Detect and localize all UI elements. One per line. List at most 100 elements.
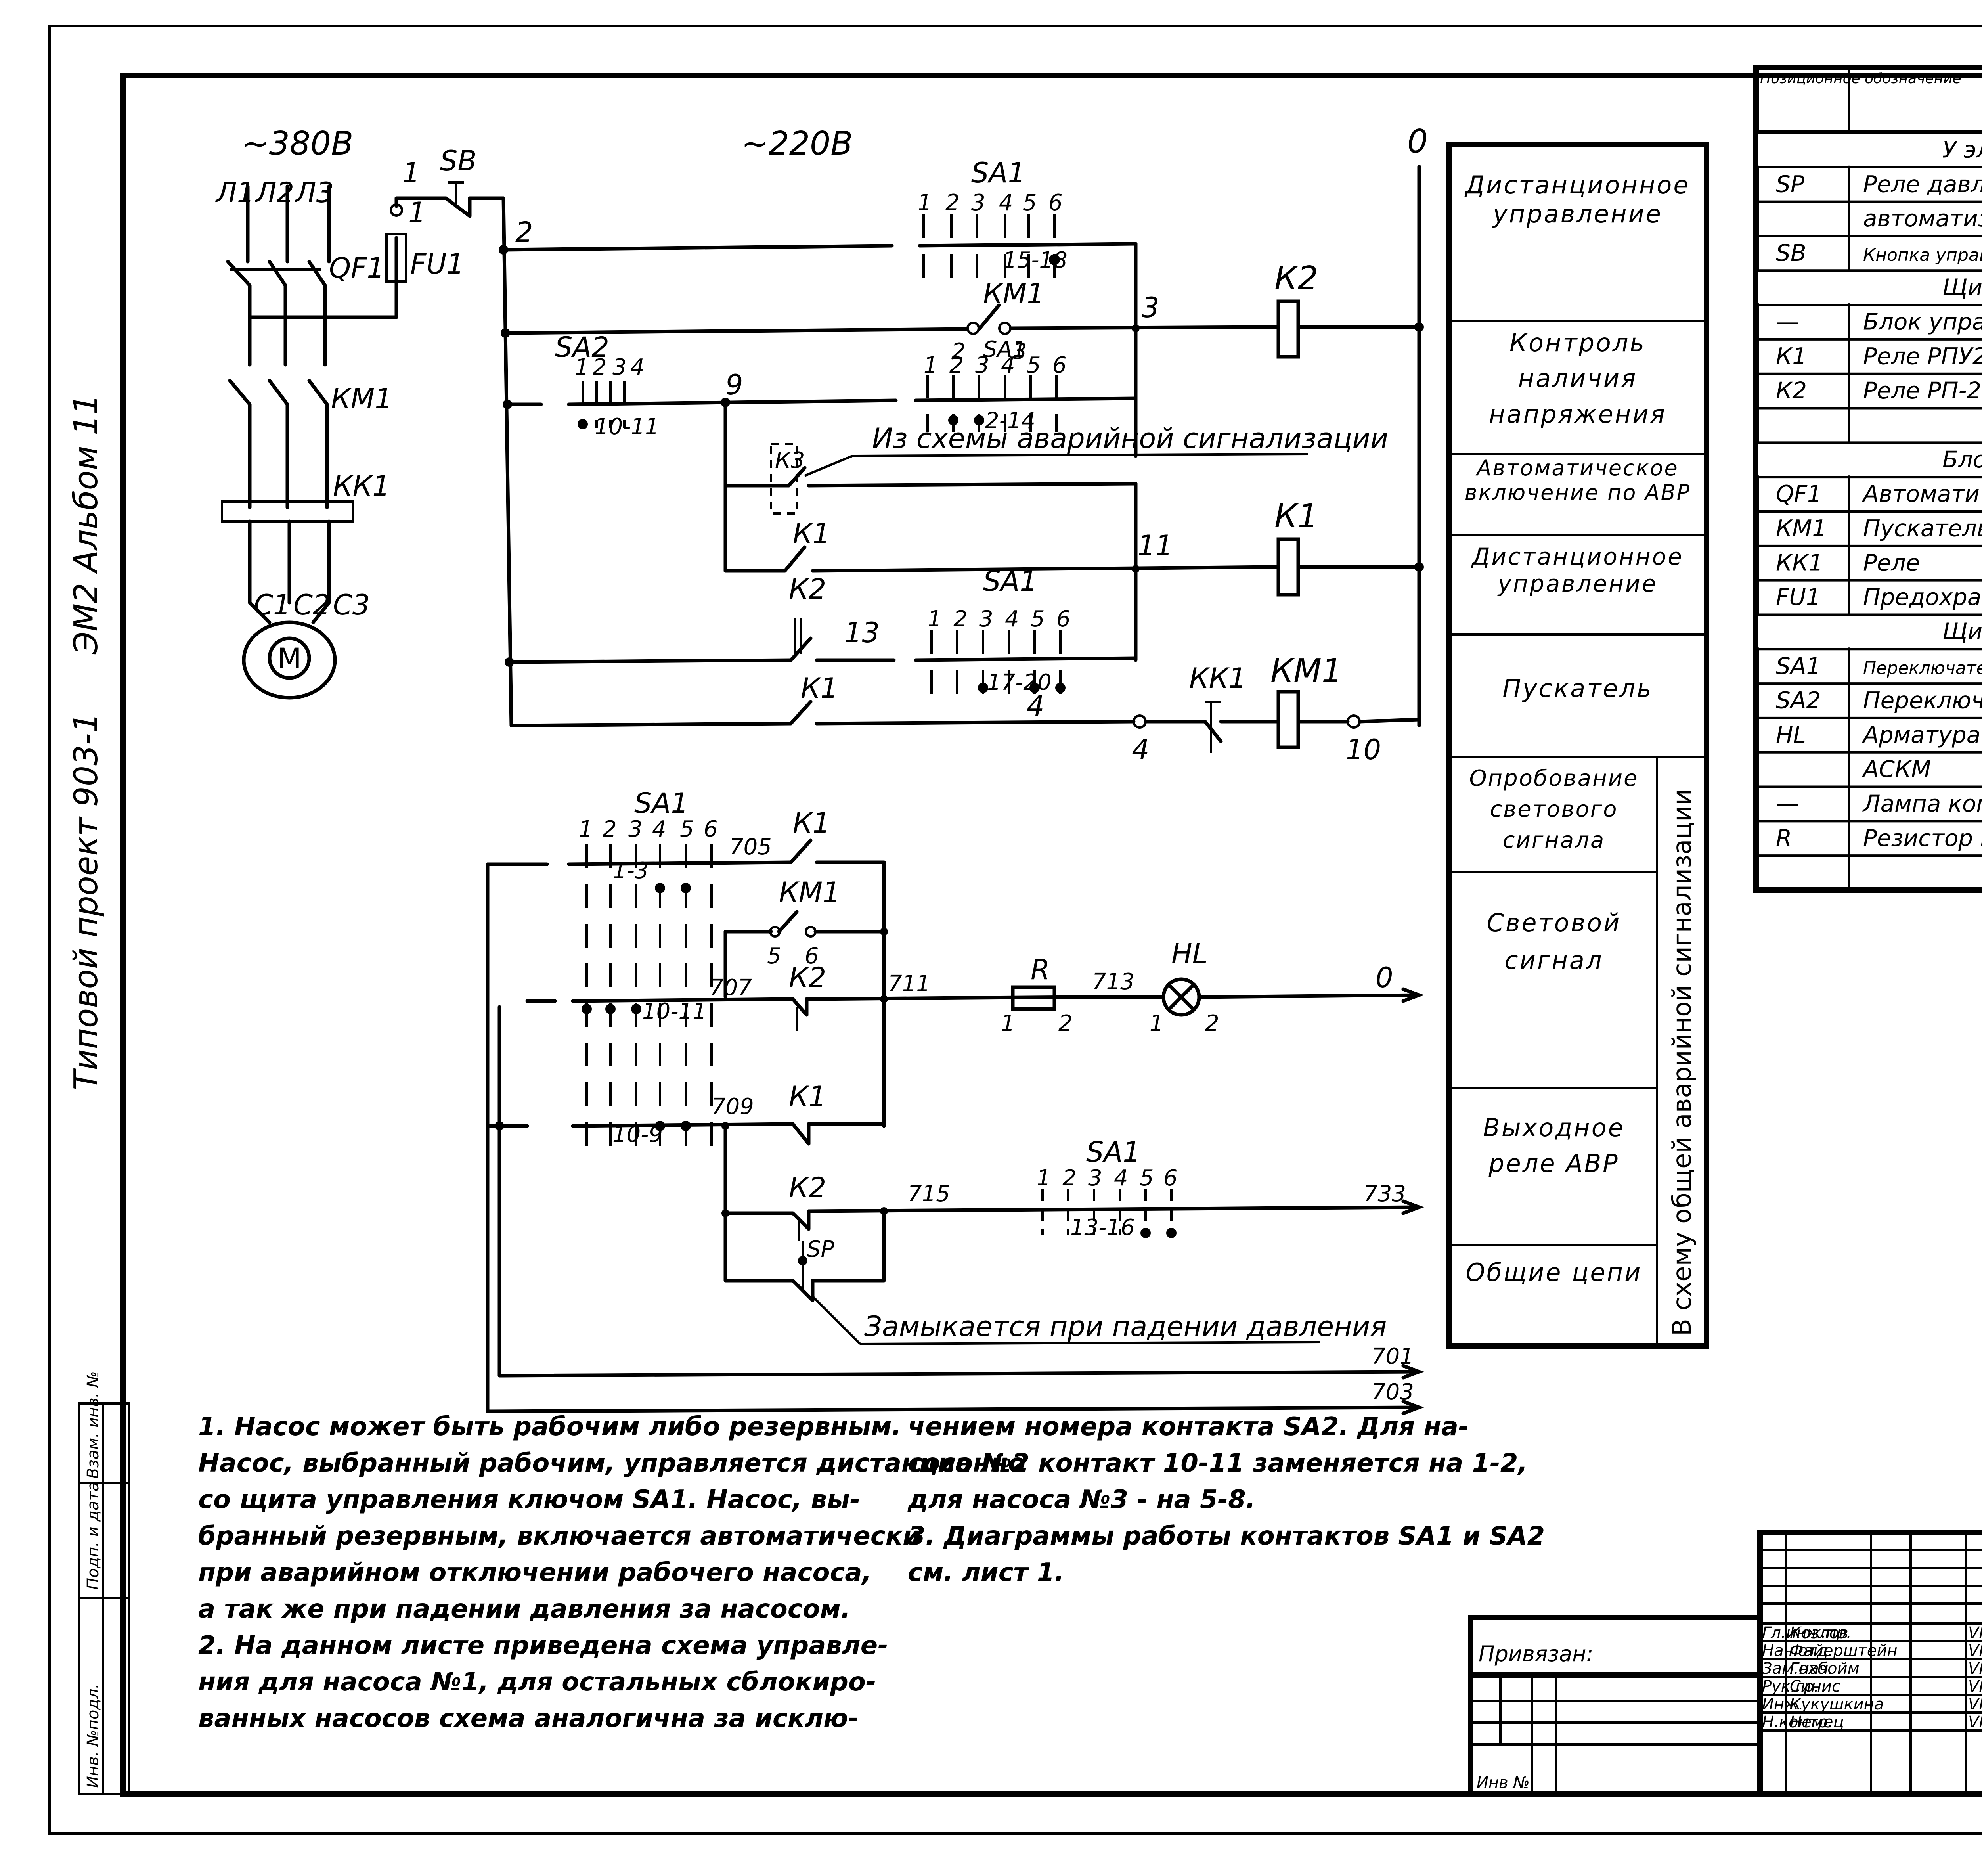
motor-terminal-c2: С2 (293, 589, 330, 621)
note-line: соса №2 контакт 10-11 заменяется на 1-2, (908, 1449, 1528, 1478)
zone-signal-test: Опробование светового сигнала (1469, 766, 1639, 853)
voltage-380-label: ~380В (242, 125, 353, 163)
coil-k2-label: К2 (1274, 260, 1318, 297)
k3-note: Из схемы аварийной сигнализации (872, 422, 1388, 455)
spec-pos: SA1 (1776, 653, 1821, 680)
note-line: со щита управления ключом SA1. Насос, вы… (198, 1485, 860, 1514)
sig-km1-label: КМ1 (779, 876, 840, 909)
node-711-label: 711 (888, 971, 930, 997)
sig-sa1b-pos-3: 3 (1088, 1165, 1102, 1191)
k1-self-hold-label: К1 (793, 517, 830, 550)
side-stamp-sign-date: Подп. и дата (84, 1482, 102, 1590)
note-line: бранный резервным, включается автоматиче… (198, 1522, 920, 1551)
km1-aux-pin-2: 2 (951, 339, 966, 364)
k1-starter-label: К1 (801, 672, 838, 704)
node-713-label: 713 (1092, 969, 1134, 995)
signer-name: Гохбойм (1790, 1660, 1860, 1678)
sa2-label: SA2 (555, 331, 609, 364)
sig-sa1b-pos-5: 5 (1140, 1165, 1154, 1191)
signer-role: Гл.инж.пр. (1762, 1624, 1852, 1642)
node-9-label: 9 (725, 369, 743, 401)
sa1-row3-contacts: 17-20 (987, 670, 1052, 695)
power-circuit: ~380В Л1 Л2 Л3 (215, 125, 505, 700)
spec-section-bg (1758, 134, 1982, 166)
spec-pos: HL (1776, 721, 1806, 748)
sig-km1-pin-6: 6 (805, 943, 819, 969)
zone-remote-control-1: Дистанционное управление (1465, 170, 1690, 228)
sa1-row3-pos-2: 2 (953, 606, 968, 632)
spec-section-title: Щит управления (1942, 618, 1982, 645)
sa1-row1-contacts: 15-18 (1003, 247, 1068, 273)
voltage-220-label: ~220В (741, 125, 853, 163)
note-line: а так же при падении давления за насосом… (198, 1595, 850, 1624)
spec-section-title: Щит силовой управления (1942, 274, 1982, 301)
sa1-row1-pos-2: 2 (945, 190, 960, 216)
spec-pos: — (1776, 308, 1799, 335)
sa2-switch (567, 381, 898, 429)
spec-name: Арматура коммутаторной лампы (1861, 721, 1982, 748)
node-11-label: 11 (1138, 529, 1173, 562)
sig-sa1-contacts-1-3: 1-3 (612, 858, 649, 884)
spec-name: Предохранитель (1863, 584, 1982, 611)
phase-wires (221, 184, 398, 624)
spec-pos: КК1 (1776, 549, 1823, 576)
spec-name: Блок управления (1863, 308, 1982, 335)
sa1-row1-pos-5: 5 (1023, 190, 1037, 216)
sig-sa1b-label: SA1 (1086, 1136, 1140, 1168)
signer-role: Н.контр. (1762, 1713, 1833, 1731)
spec-name: Кнопка управления ПКУ15-21 111-54У2 (1863, 245, 1982, 265)
motor-terminal-c1: С1 (254, 589, 291, 621)
notes: 1. Насос может быть рабочим либо резервн… (198, 1412, 1545, 1733)
sig-sa1b-pos-1: 1 (1037, 1165, 1051, 1191)
album-label: ЭМ2 Альбом 11 (67, 394, 105, 655)
sp-label: SP (807, 1237, 834, 1262)
signer-name: Козлов (1790, 1624, 1848, 1642)
side-stamp: Инв. №подл. Подп. и дата Взам. инв. № (78, 1371, 130, 1795)
sa1-row3-pos-3: 3 (979, 606, 993, 632)
spec-pos: SB (1776, 239, 1806, 266)
sig-sa1b-switch (1041, 1189, 1177, 1238)
motor-symbol (242, 620, 337, 700)
zone-output-relay: Выходное реле АВР (1483, 1113, 1625, 1178)
node-705-label: 705 (729, 834, 772, 860)
sig-sa1-pos-1: 1 (579, 816, 593, 842)
sig-km1-pin-5: 5 (767, 943, 781, 969)
spec-pos: К1 (1776, 343, 1807, 369)
sig-k2-timed-label: К2 (789, 1172, 826, 1204)
node-2-label: 2 (515, 216, 533, 249)
outer-trim-border (48, 25, 1982, 1835)
coil-km1-label: КМ1 (1270, 652, 1342, 690)
spec-pos: QF1 (1776, 480, 1822, 507)
sa1-row1-pos-4: 4 (999, 190, 1013, 216)
spec-pos: КМ1 (1776, 515, 1827, 542)
spec-section-bg (1758, 616, 1982, 648)
kk1-control-label: КК1 (1189, 662, 1246, 695)
lamp-pin-1: 1 (1150, 1011, 1164, 1036)
coil-k1-label: К1 (1274, 498, 1318, 535)
side-stamp-vzam-inv: Взам. инв. № (84, 1371, 102, 1479)
spec-pos: SP (1776, 170, 1804, 197)
fuse-fu1-symbol (385, 233, 407, 283)
signer-role: Инж. (1762, 1695, 1804, 1713)
sig-k1-label: К1 (793, 807, 830, 839)
sa1-row2-pos-2: 2 (949, 352, 964, 378)
spec-pos: SA2 (1776, 687, 1821, 714)
sa2-contacts: 10-11 (595, 414, 659, 440)
sa1-row2-label: SA1 (983, 337, 1026, 362)
sb-label: SB (440, 145, 476, 177)
sb-button-contact (444, 196, 472, 218)
spec-pos: R (1776, 825, 1792, 852)
note-line: для насоса №3 - на 5-8. (907, 1485, 1255, 1514)
sig-sa1-pos-6: 6 (704, 816, 718, 842)
sa1-row1-pos-3: 3 (971, 190, 985, 216)
sa1-row3-label: SA1 (983, 565, 1037, 597)
left-control-bus (501, 196, 513, 727)
sig-k2-contact (791, 997, 809, 1017)
spec-name: Переключатель ПМОФ45-334466/II Д26 (1863, 687, 1982, 714)
signer-date: VI.87 (1968, 1624, 1982, 1642)
sig-sa1-pos-2: 2 (603, 816, 617, 842)
sa1-row2-contacts: 2-14 (985, 408, 1035, 434)
note-line: см. лист 1. (908, 1558, 1064, 1587)
spec-section-bg (1758, 444, 1982, 476)
sig-sa1-contacts-10-11: 10-11 (642, 999, 707, 1024)
